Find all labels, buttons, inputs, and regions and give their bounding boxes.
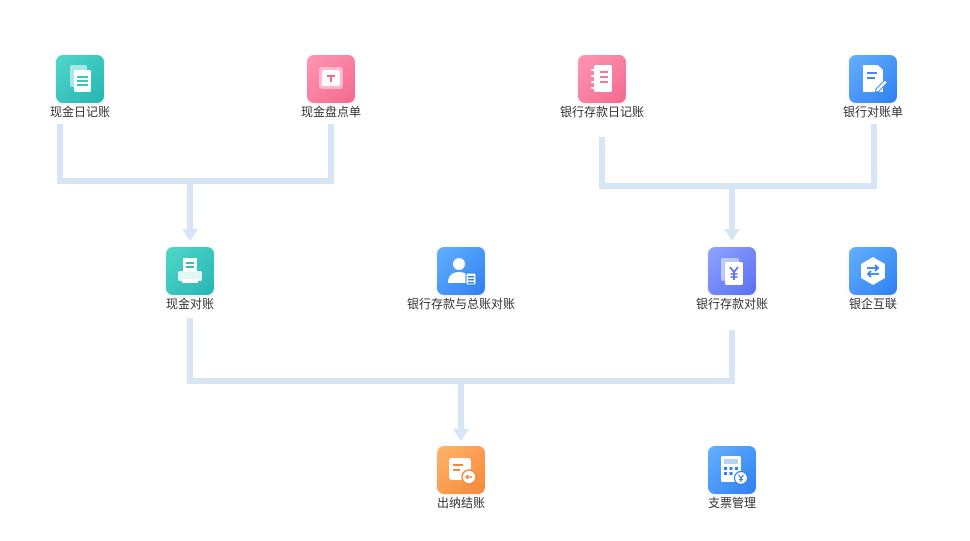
- arrow-to-cashier-closing: [453, 429, 469, 441]
- node-cash-count-sheet[interactable]: 现金盘点单: [251, 55, 411, 125]
- connector-cash-sources: [57, 124, 334, 184]
- node-cashier-closing[interactable]: 出纳结账: [381, 446, 541, 516]
- node-label: 银行存款日记账: [559, 105, 644, 119]
- node-label: 银行存款与总账对账: [406, 297, 515, 311]
- node-bank-enterprise-link[interactable]: 银企互联: [793, 247, 953, 317]
- person-card-icon: [448, 258, 477, 286]
- cheque-calculator-icon: [721, 456, 749, 486]
- yen-pages-icon: [721, 258, 743, 285]
- node-label: 银企互联: [848, 297, 897, 311]
- node-label: 银行对账单: [842, 105, 903, 119]
- node-bank-deposit-journal[interactable]: 银行存款日记账: [522, 55, 682, 125]
- node-label: 现金日记账: [49, 105, 110, 119]
- node-label: 出纳结账: [436, 496, 485, 510]
- arrow-to-cash-reconciliation: [182, 229, 198, 241]
- connector-reconciliations: [187, 318, 735, 384]
- node-label: 支票管理: [707, 496, 756, 510]
- node-label: 银行存款对账: [695, 297, 768, 311]
- count-sheet-icon: [319, 67, 343, 89]
- node-label: 现金对账: [165, 297, 214, 311]
- node-bank-deposit-reconciliation[interactable]: 银行存款对账: [652, 247, 812, 317]
- node-bank-gl-reconciliation[interactable]: 银行存款与总账对账: [381, 247, 541, 317]
- signed-document-icon: [863, 65, 889, 93]
- node-cash-journal[interactable]: 现金日记账: [0, 55, 160, 125]
- node-bank-statement[interactable]: 银行对账单: [793, 55, 953, 125]
- arrow-to-bank-deposit-reconciliation: [724, 229, 740, 241]
- node-cheque-management[interactable]: 支票管理: [652, 446, 812, 516]
- printer-icon: [178, 258, 202, 283]
- exchange-hexagon-icon: [861, 257, 885, 285]
- closing-icon: [449, 458, 477, 485]
- node-label: 现金盘点单: [300, 105, 361, 119]
- notebook-icon: [591, 65, 612, 92]
- connector-bank-sources: [599, 124, 877, 189]
- document-icon: [70, 65, 91, 92]
- node-cash-reconciliation[interactable]: 现金对账: [110, 247, 270, 317]
